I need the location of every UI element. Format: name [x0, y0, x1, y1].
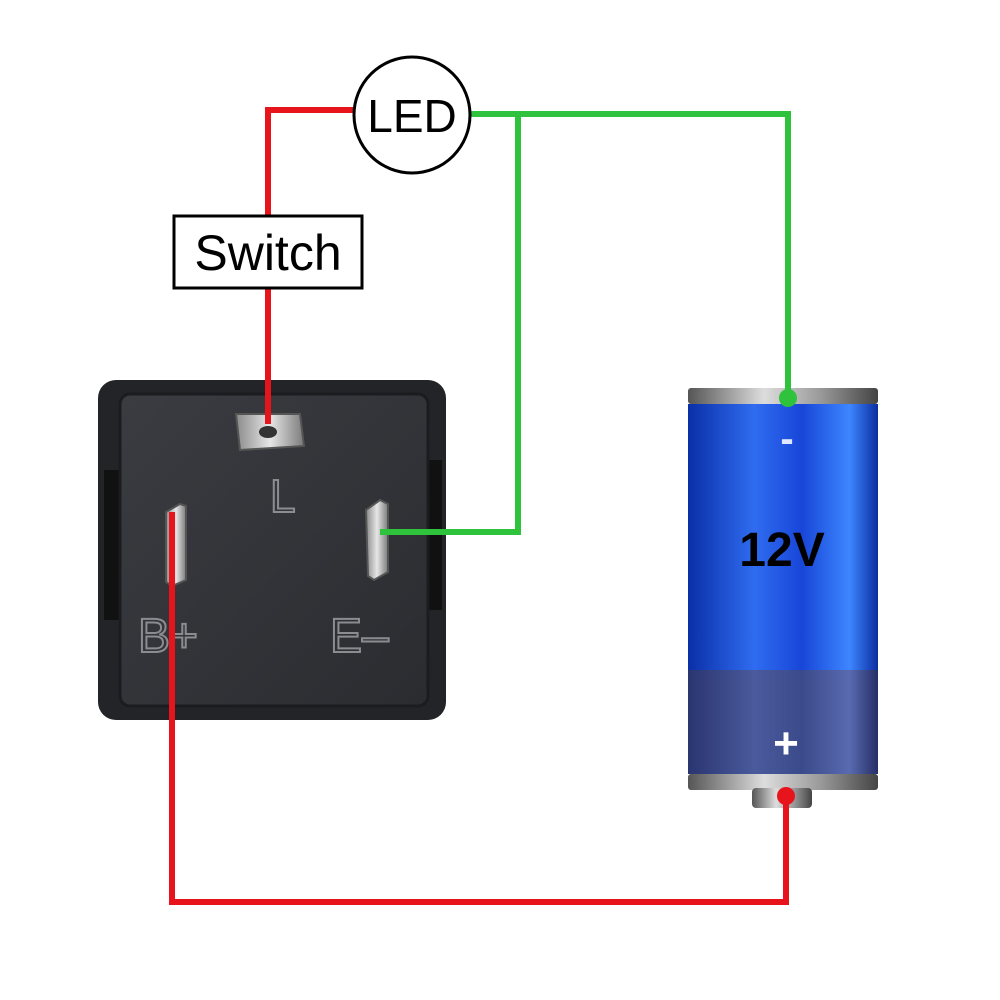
led-symbol: LED	[352, 55, 472, 175]
battery-voltage-label: 12V	[739, 524, 824, 577]
battery-positive-label: +	[773, 719, 799, 768]
terminal-b-plus-label: B+	[138, 610, 198, 663]
green-wire-e-minus-to-led	[380, 114, 521, 535]
battery-lower-body	[688, 670, 878, 774]
battery-upper-body	[688, 404, 878, 670]
green-wire-led-to-battery-negative	[468, 111, 791, 398]
relay-face	[118, 392, 430, 708]
switch-label: Switch	[194, 225, 341, 281]
led-circle	[352, 55, 472, 175]
battery-negative-label: -	[780, 417, 793, 461]
battery: - 12V +	[688, 388, 878, 808]
wires	[169, 107, 791, 905]
battery-bottom-cap	[688, 774, 878, 790]
terminal-e-minus	[364, 498, 389, 582]
switch-symbol: Switch	[172, 214, 364, 290]
switch-box	[172, 214, 364, 290]
positive-connection-dot	[777, 787, 795, 805]
terminal-l	[234, 413, 306, 452]
flasher-relay: L B+ E–	[98, 380, 446, 720]
terminal-e-minus-label: E–	[330, 610, 389, 663]
negative-connection-dot	[779, 389, 797, 407]
red-wire-b-plus-to-battery-positive	[169, 512, 789, 905]
relay-side-slot-left	[104, 470, 122, 620]
terminal-l-label: L	[270, 470, 296, 522]
led-label: LED	[367, 90, 456, 142]
red-wire-switch-to-led	[265, 107, 356, 216]
